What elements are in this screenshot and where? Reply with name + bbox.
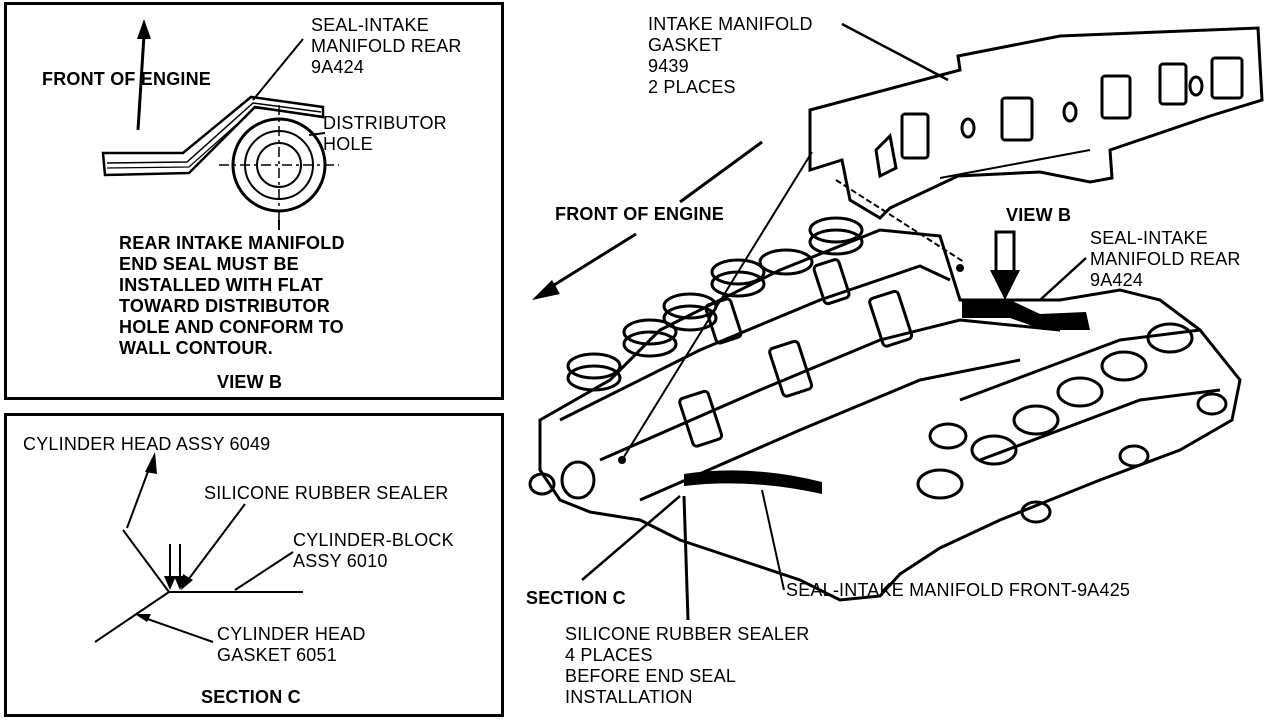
gasket-line	[94, 591, 170, 643]
section-c-panel: CYLINDER HEAD ASSY 6049 SILICONE RUBBER …	[4, 413, 504, 717]
main-front-of-engine-label: FRONT OF ENGINE	[555, 204, 724, 224]
cylinder-block-label: CYLINDER-BLOCK ASSY 6010	[293, 530, 454, 571]
silicone-sealer-label: SILICONE RUBBER SEALER	[204, 483, 449, 503]
view-b-panel: FRONT OF ENGINE SEAL-INTAKE MANIFOLD REA…	[4, 2, 504, 400]
section-c-marker-label: SECTION C	[526, 588, 626, 608]
hole-leader	[308, 132, 326, 136]
front-arrow-head	[137, 19, 151, 39]
front-of-engine-label: FRONT OF ENGINE	[42, 69, 211, 89]
rear-seal-shape	[101, 95, 325, 177]
seal-rear-label: SEAL-INTAKE MANIFOLD REAR 9A424	[311, 15, 462, 77]
cylinder-head-gasket-label: CYLINDER HEAD GASKET 6051	[217, 624, 366, 665]
main-seal-rear-label: SEAL-INTAKE MANIFOLD REAR 9A424	[1090, 228, 1241, 290]
cylinder-head	[528, 216, 1242, 602]
head-line	[122, 529, 170, 593]
section-c-caption: SECTION C	[201, 687, 301, 707]
section-c-drawing	[94, 452, 303, 643]
installation-note: REAR INTAKE MANIFOLD END SEAL MUST BE IN…	[119, 233, 345, 358]
view-b-drawing	[101, 19, 339, 230]
front-seal-strip	[684, 470, 822, 494]
seal-leader	[252, 38, 304, 101]
intake-gasket-label: INTAKE MANIFOLD GASKET 9439 2 PLACES	[648, 14, 813, 97]
view-b-caption: VIEW B	[217, 372, 283, 392]
front-arrow-shaft	[136, 34, 146, 131]
view-b-marker-label: VIEW B	[1006, 205, 1072, 225]
intake-gasket	[808, 26, 1264, 220]
rear-seal-strip	[962, 300, 1090, 330]
distributor-hole-label: DISTRIBUTOR HOLE	[323, 113, 447, 154]
seal-front-label: SEAL-INTAKE MANIFOLD FRONT-9A425	[786, 580, 1131, 600]
main-silicone-sealer-label: SILICONE RUBBER SEALER 4 PLACES BEFORE E…	[565, 624, 810, 707]
cylinder-head-assy-label: CYLINDER HEAD ASSY 6049	[23, 434, 271, 454]
